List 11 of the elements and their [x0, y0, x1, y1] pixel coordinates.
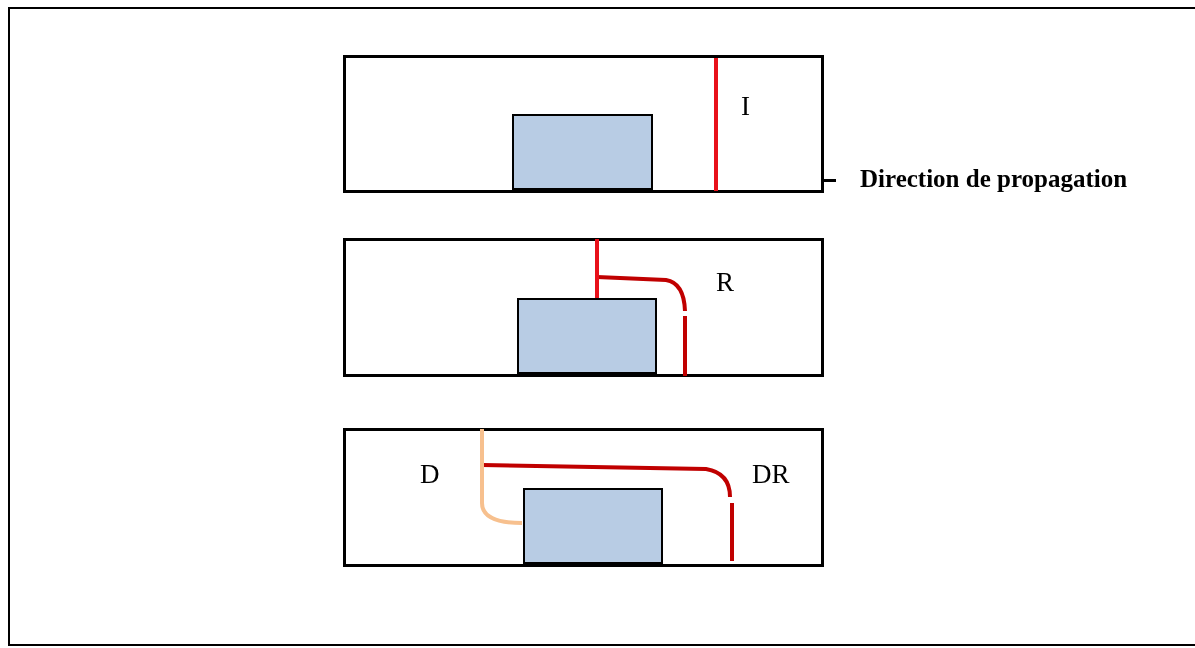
obstacle-block	[512, 114, 653, 190]
obstacle-block	[517, 298, 657, 374]
channel-panel	[343, 428, 824, 567]
wave-label: DR	[752, 461, 790, 488]
channel-panel	[343, 55, 824, 193]
wave-label: D	[420, 461, 440, 488]
direction-label: Direction de propagation	[860, 166, 1128, 191]
wave-label: I	[741, 93, 750, 120]
wave-label: R	[716, 269, 734, 296]
channel-panel	[343, 238, 824, 377]
obstacle-block	[523, 488, 663, 564]
